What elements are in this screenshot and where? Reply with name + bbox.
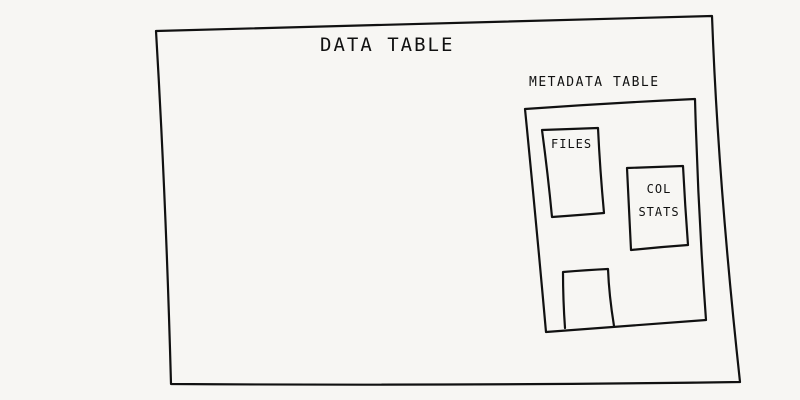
unlabeled-box bbox=[561, 267, 616, 330]
metadata-table-label: METADATA TABLE bbox=[529, 75, 660, 90]
col-stats-label: COL STATS bbox=[638, 182, 680, 219]
metadata-table-box bbox=[523, 97, 708, 334]
data-table-box bbox=[154, 14, 742, 386]
data-table-label: DATA TABLE bbox=[320, 34, 455, 56]
files-label: FILES bbox=[551, 137, 593, 151]
files-box bbox=[540, 126, 606, 219]
col-stats-box bbox=[625, 164, 690, 252]
